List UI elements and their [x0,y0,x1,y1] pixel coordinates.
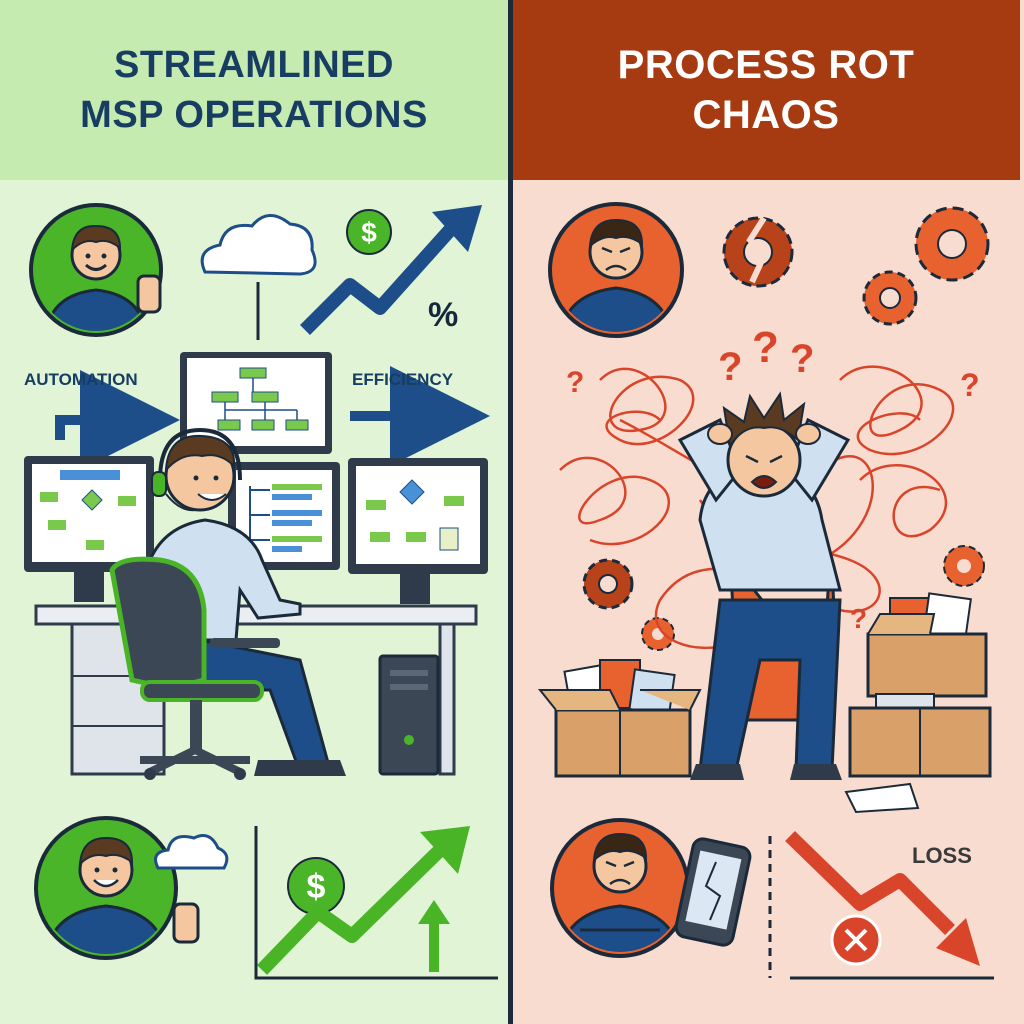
gear-icon-small [641,617,675,651]
gear-icon-right [943,545,985,587]
left-title-line-1: STREAMLINED [114,44,394,86]
svg-text:?: ? [566,366,584,399]
cluttered-box-left [537,659,702,778]
monitor-middle [228,462,340,570]
svg-text:$: $ [307,868,326,906]
growth-arrowhead-top [432,205,482,252]
automation-arrow [55,370,180,470]
cloud-icon [200,214,317,340]
svg-text:$: $ [361,217,377,248]
cluttered-box-right [844,592,992,814]
monitor-top [180,352,332,454]
growth-chart-bottom: $ [254,826,498,980]
svg-text:?: ? [850,603,867,634]
center-divider [508,0,513,1024]
left-header: STREAMLINED MSP OPERATIONS [0,0,508,180]
happy-avatar-bottom [34,816,229,960]
right-title-line-1: PROCESS ROT [617,43,915,87]
left-title-line-2: MSP OPERATIONS [80,94,428,136]
right-header: PROCESS ROT CHAOS [512,0,1020,180]
stressed-figure [677,391,851,780]
efficiency-label: EFFICIENCY [352,370,454,389]
monitor-right [348,458,488,604]
svg-text:?: ? [960,367,980,403]
loss-chart [785,830,994,980]
angry-avatar-bottom [550,818,690,958]
percent-label: % [428,296,459,334]
right-title-line-2: CHAOS [692,93,840,137]
svg-text:?: ? [790,337,814,381]
angry-avatar-top [548,202,684,338]
automation-label: AUTOMATION [24,370,138,389]
svg-text:?: ? [718,345,742,389]
broken-gear-icon [722,216,794,288]
tangled-threads [559,365,955,649]
dollar-icon-top: $ [346,209,392,255]
gear-icon-medium [862,270,918,326]
loss-label: LOSS [912,843,972,868]
gear-icon-large [914,206,990,282]
gear-icon-left [582,558,634,610]
broken-phone-icon [674,837,752,947]
svg-text:?: ? [752,323,779,372]
growth-arrow-top [300,225,456,335]
happy-avatar-top [29,203,163,337]
office-chair [109,556,280,780]
monitor-left [24,456,154,602]
